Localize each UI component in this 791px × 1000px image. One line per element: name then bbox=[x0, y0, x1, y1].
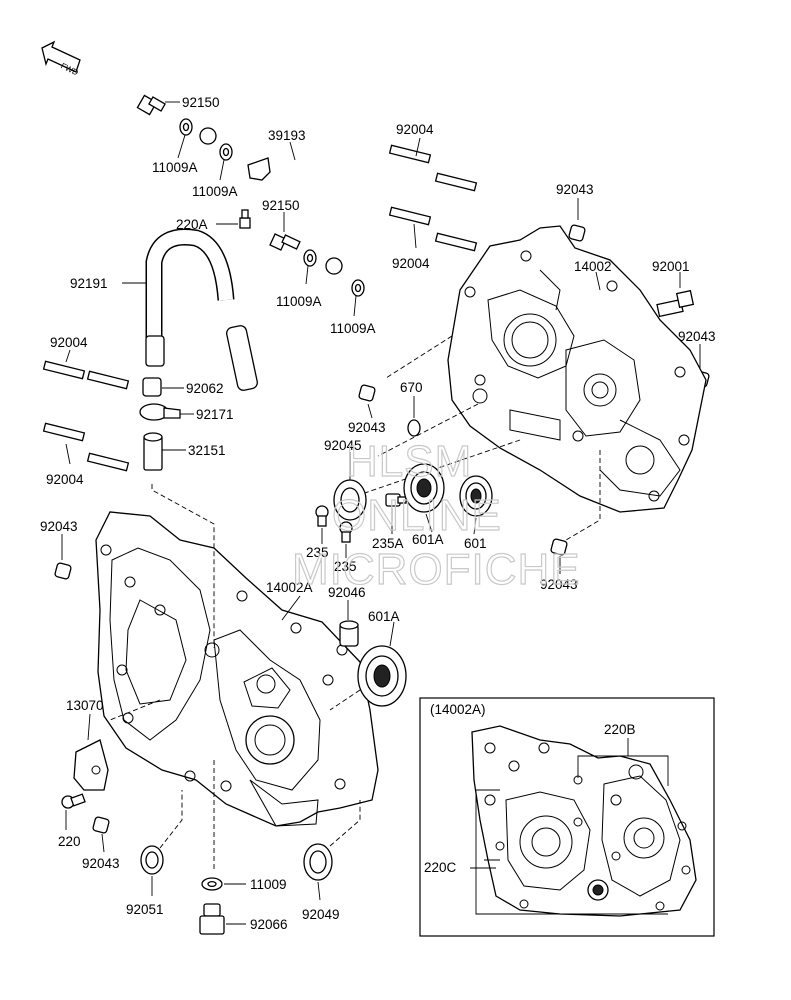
inset-label-220B: 220B bbox=[604, 722, 636, 737]
bearing-601A-2[interactable] bbox=[357, 645, 407, 707]
callout-39193: 39193 bbox=[268, 128, 306, 143]
drain-plug-92066[interactable] bbox=[199, 903, 225, 935]
callout-92004-left-2: 92004 bbox=[46, 472, 84, 487]
callout-92043-top-right: 92043 bbox=[556, 182, 594, 197]
stud-92004-left-2[interactable] bbox=[42, 422, 130, 472]
callout-92004-left-1: 92004 bbox=[50, 335, 88, 350]
callout-11009A-3: 11009A bbox=[276, 294, 322, 309]
callout-92004-top-2: 92004 bbox=[392, 256, 430, 271]
callout-92150-mid: 92150 bbox=[262, 198, 300, 213]
dowel-92043-bottom[interactable] bbox=[92, 816, 110, 834]
seal-92045[interactable] bbox=[333, 479, 367, 521]
callout-14002A: 14002A bbox=[266, 580, 313, 595]
callout-92062: 92062 bbox=[186, 381, 224, 396]
collar-92046[interactable] bbox=[339, 620, 359, 647]
callout-92001: 92001 bbox=[652, 259, 690, 274]
inset-label-220C: 220C bbox=[424, 860, 457, 875]
crankcase-left-14002A[interactable] bbox=[95, 511, 379, 827]
stud-92004-top-2[interactable] bbox=[388, 206, 478, 252]
bolt-220[interactable] bbox=[61, 793, 86, 809]
watermark-line3: MICROFICHE bbox=[292, 545, 581, 594]
oil-pipe-39193[interactable] bbox=[199, 127, 356, 275]
callout-92150-top: 92150 bbox=[182, 95, 220, 110]
callout-11009A-1: 11009A bbox=[152, 160, 198, 175]
breather-hose-92191[interactable] bbox=[145, 228, 258, 391]
callout-32151: 32151 bbox=[188, 443, 226, 458]
bolt-235-2[interactable] bbox=[339, 521, 353, 543]
callout-235-2: 235 bbox=[334, 559, 357, 574]
bearing-601[interactable] bbox=[459, 475, 493, 517]
o-ring-670[interactable] bbox=[407, 419, 421, 437]
dowel-92043-bottom-right[interactable] bbox=[550, 538, 568, 556]
callout-670: 670 bbox=[400, 380, 423, 395]
callout-92049: 92049 bbox=[302, 907, 340, 922]
callout-92171: 92171 bbox=[196, 407, 234, 422]
bolt-92150-mid[interactable] bbox=[269, 233, 301, 251]
callout-92043-bottom-right: 92043 bbox=[540, 577, 578, 592]
callout-235: 235 bbox=[306, 545, 329, 560]
callout-14002: 14002 bbox=[574, 259, 612, 274]
dowel-92043-center[interactable] bbox=[358, 384, 376, 402]
callout-220: 220 bbox=[58, 834, 81, 849]
callout-220A: 220A bbox=[176, 217, 208, 232]
watermark-line1: HLSM bbox=[346, 437, 472, 486]
watermark: HLSM ONLINE MICROFICHE bbox=[291, 436, 581, 594]
callout-11009: 11009 bbox=[250, 877, 287, 892]
inset-crankcase-drawing bbox=[471, 725, 697, 917]
stud-92004-top-1[interactable] bbox=[388, 144, 478, 192]
crankcase-right-14002[interactable] bbox=[447, 225, 707, 513]
dowel-92043-left[interactable] bbox=[54, 562, 72, 580]
seal-92051[interactable] bbox=[140, 845, 164, 875]
callout-13070: 13070 bbox=[66, 698, 104, 713]
callout-92066: 92066 bbox=[250, 917, 288, 932]
guide-13070[interactable] bbox=[73, 739, 109, 791]
callout-601: 601 bbox=[464, 536, 487, 551]
callout-92045: 92045 bbox=[324, 438, 362, 453]
callout-92043-left: 92043 bbox=[40, 519, 78, 534]
callout-92043-center: 92043 bbox=[348, 420, 386, 435]
bolt-235[interactable] bbox=[315, 505, 329, 527]
bearing-601A[interactable] bbox=[403, 463, 445, 513]
fitting-32151[interactable] bbox=[143, 432, 163, 471]
bolt-92001[interactable] bbox=[656, 289, 695, 318]
stud-92004-left-1[interactable] bbox=[42, 360, 130, 390]
dowel-92043-top-right[interactable] bbox=[568, 224, 586, 242]
callout-92004-top-1: 92004 bbox=[396, 122, 434, 137]
callout-235A: 235A bbox=[372, 536, 404, 551]
fwd-arrow-icon: FWD bbox=[41, 40, 81, 77]
callout-92043-bottom: 92043 bbox=[82, 856, 120, 871]
bolt-92150-top[interactable] bbox=[136, 94, 166, 116]
callout-92191: 92191 bbox=[70, 276, 108, 291]
bolt-220A[interactable] bbox=[239, 209, 251, 229]
callout-601A-2: 601A bbox=[368, 609, 400, 624]
inset-title: (14002A) bbox=[430, 702, 486, 717]
watermark-line2: ONLINE bbox=[332, 491, 502, 540]
callout-92046: 92046 bbox=[328, 585, 366, 600]
callout-601A: 601A bbox=[412, 532, 444, 547]
callout-92043-right: 92043 bbox=[678, 329, 716, 344]
callout-11009A-4: 11009A bbox=[330, 321, 376, 336]
inset-panel: (14002A) bbox=[419, 697, 715, 937]
clamp-92171[interactable] bbox=[139, 403, 181, 421]
cap-92062[interactable] bbox=[142, 377, 162, 397]
callout-11009A-2: 11009A bbox=[192, 184, 238, 199]
seal-92049[interactable] bbox=[303, 843, 333, 881]
callout-92051: 92051 bbox=[126, 902, 164, 917]
bolt-235A[interactable] bbox=[385, 493, 407, 507]
